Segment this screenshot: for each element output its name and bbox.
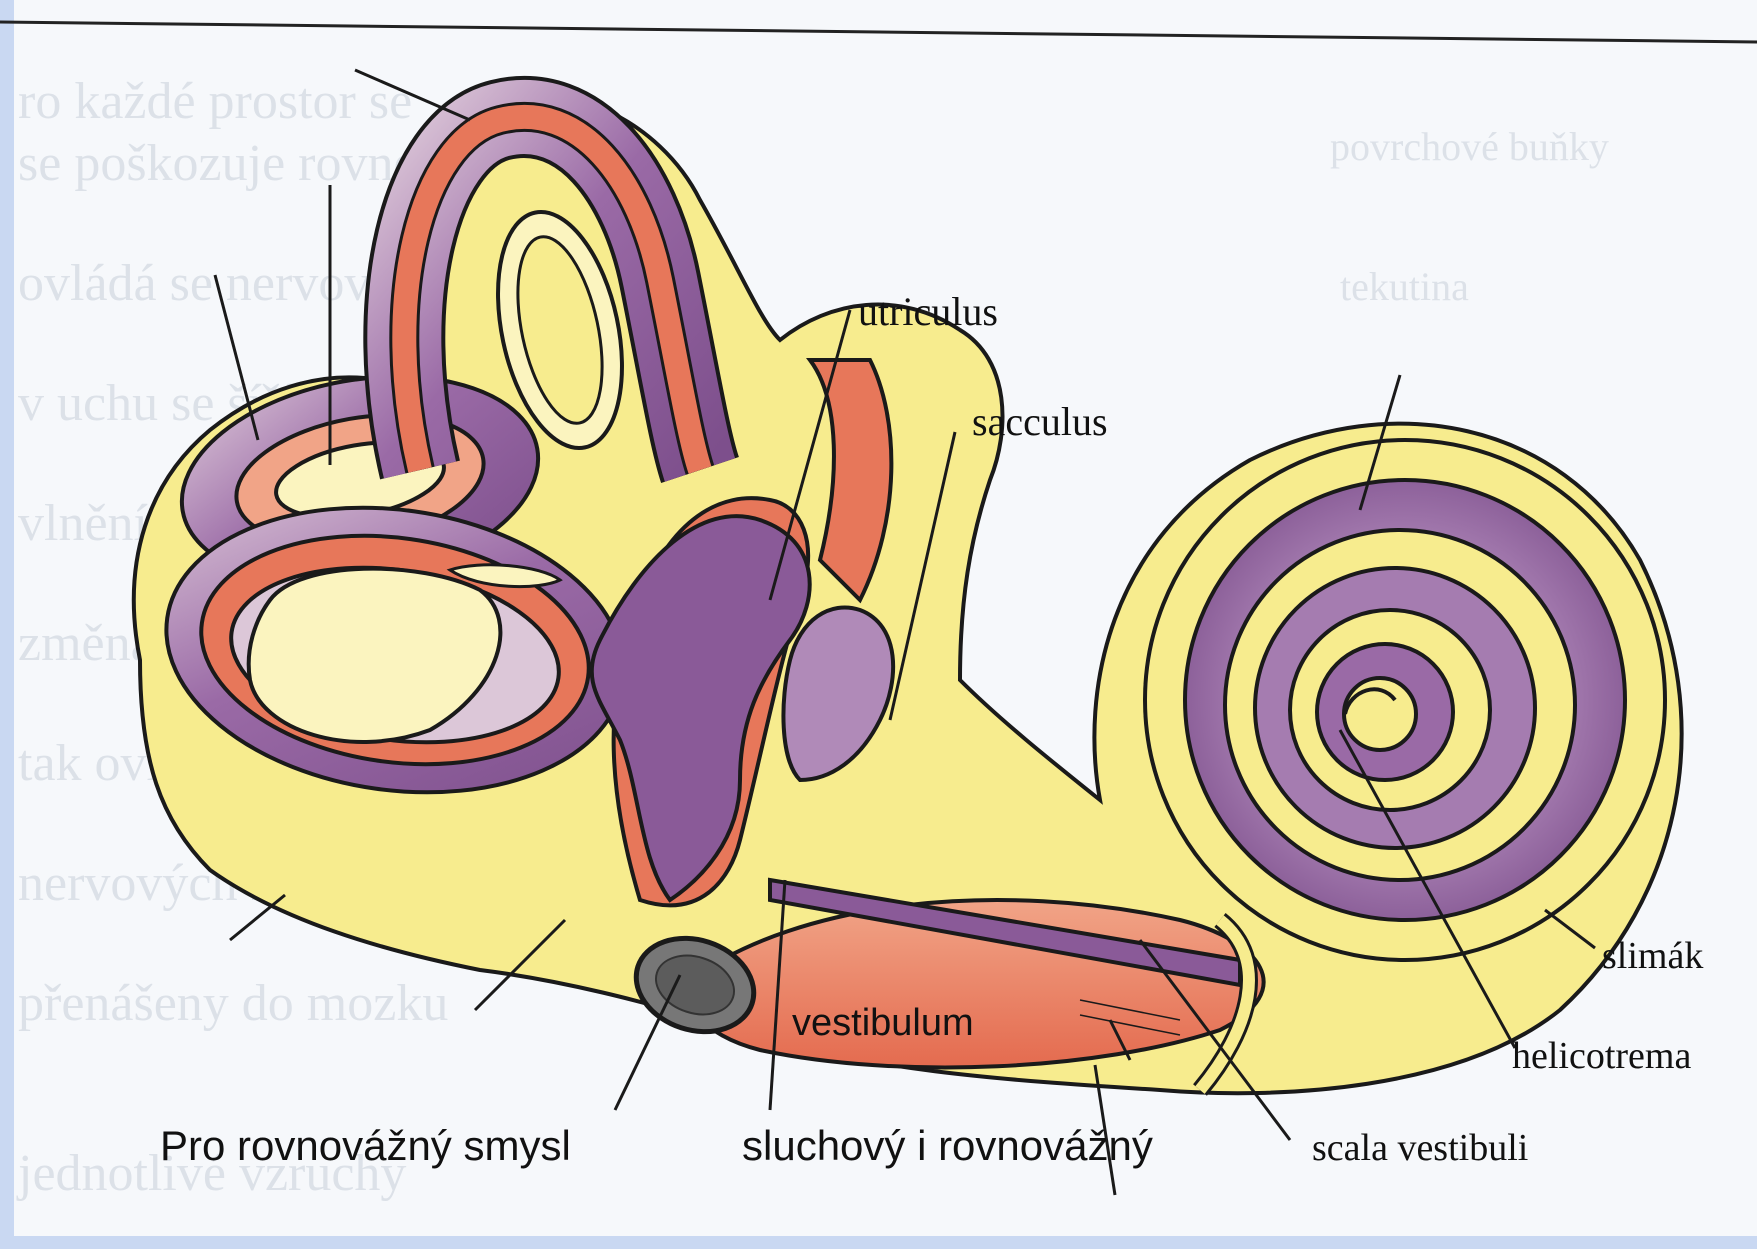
svg-text:ro každé prostor se: ro každé prostor se [18,73,412,130]
top-rule-line [0,22,1757,42]
bottom-frame-bar [0,1236,1757,1249]
label-vestibulum: vestibulum [792,1002,974,1044]
label-sacculus: sacculus [972,399,1108,444]
svg-text:tekutina: tekutina [1340,264,1469,309]
label-helicotrema: helicotrema [1512,1035,1691,1077]
label-utriculus: utriculus [858,289,998,334]
svg-text:přenášeny do mozku: přenášeny do mozku [18,975,448,1032]
label-slimak: slimák [1602,935,1703,977]
label-sluchovy-i-rovnovazny: sluchový i rovnovážný [742,1122,1153,1169]
cochlea [1145,440,1665,960]
left-frame-bar [0,0,14,1249]
label-scala-vestibuli: scala vestibuli [1312,1127,1528,1169]
svg-text:ovládá se nervovou: ovládá se nervovou [18,255,422,312]
label-pro-rovnovazny-smysl: Pro rovnovážný smysl [160,1122,571,1169]
svg-text:povrchové buňky: povrchové buňky [1330,124,1609,169]
